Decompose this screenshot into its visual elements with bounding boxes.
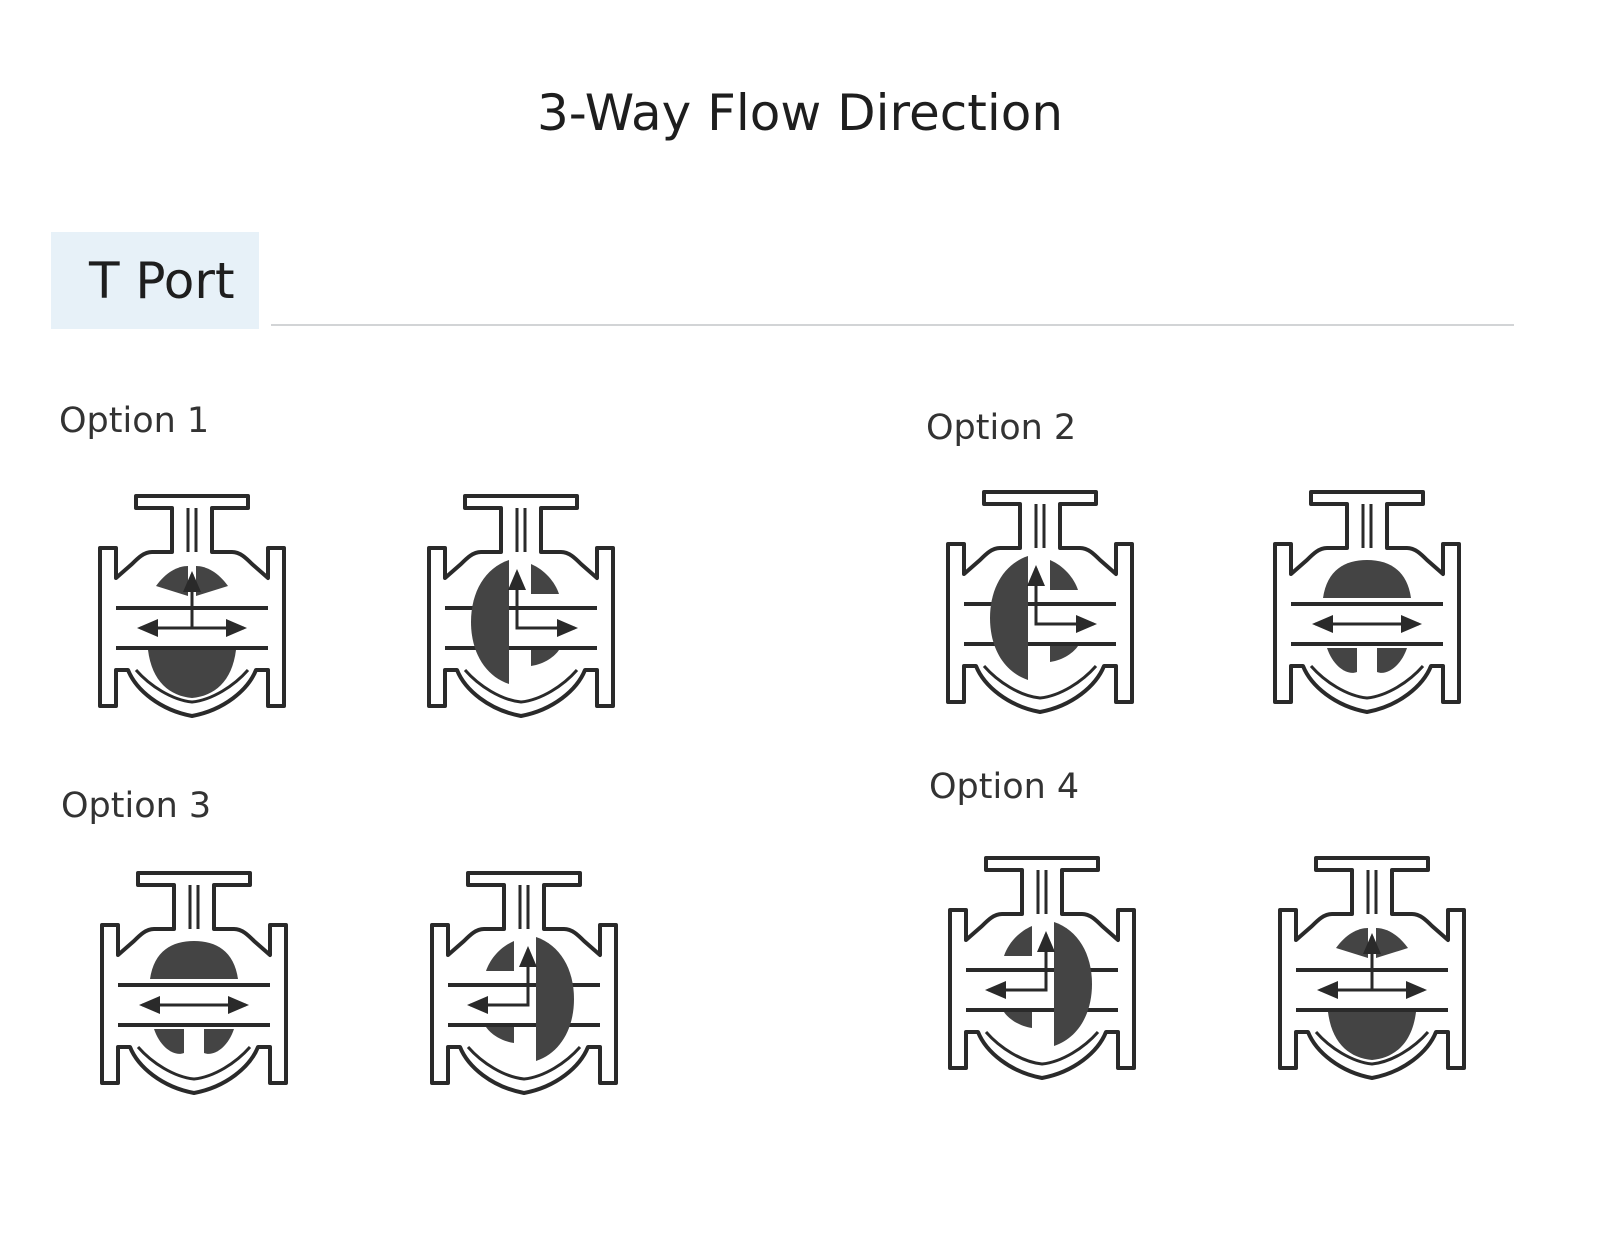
option-4-valve-b-diagram xyxy=(1256,852,1486,1092)
option-2-label: Option 2 xyxy=(926,408,1077,448)
option-3-valve-b-diagram xyxy=(408,867,638,1107)
option-3-valve-a-diagram xyxy=(78,867,308,1107)
option-1-valve-b-diagram xyxy=(405,490,635,730)
section-divider xyxy=(271,324,1514,326)
option-2-valve-a-diagram xyxy=(924,486,1154,726)
tab-label: T Port xyxy=(89,252,235,310)
page-title: 3-Way Flow Direction xyxy=(536,84,1064,142)
option-4-valve-a-diagram xyxy=(926,852,1156,1092)
option-4-label: Option 4 xyxy=(929,767,1080,807)
option-1-label: Option 1 xyxy=(59,401,210,441)
option-1-valve-a-diagram xyxy=(76,490,306,730)
option-2-valve-b-diagram xyxy=(1251,486,1481,726)
tab-t-port[interactable]: T Port xyxy=(51,232,259,329)
option-3-label: Option 3 xyxy=(61,786,212,826)
